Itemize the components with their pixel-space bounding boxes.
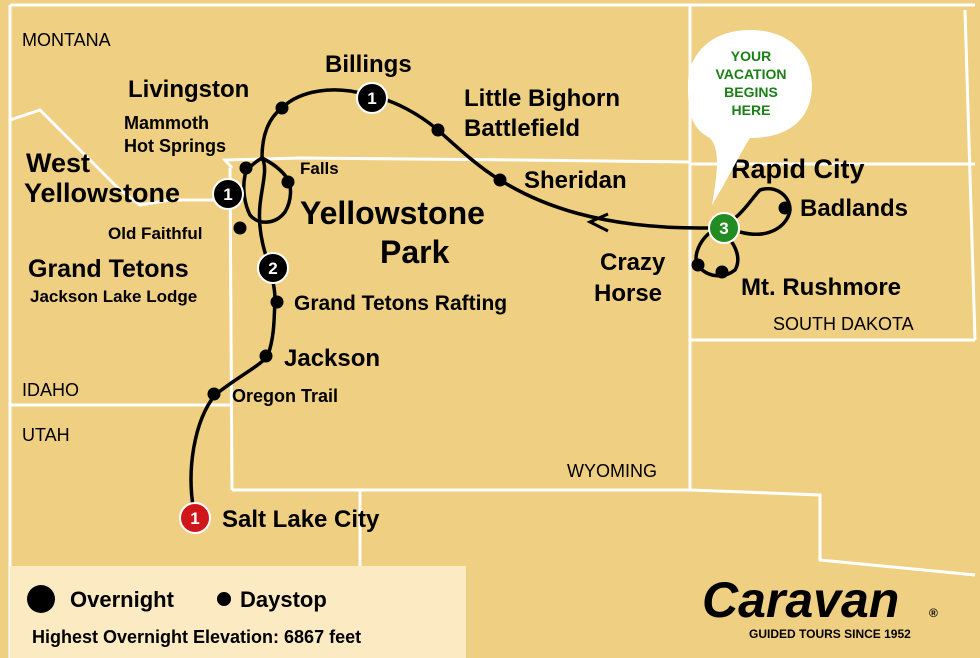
daystop-livingston (275, 101, 289, 115)
label-oregon-trail: Oregon Trail (232, 386, 338, 406)
overnight-billings: 1 (356, 82, 388, 114)
label-horse: Horse (594, 280, 662, 307)
park-name-line1: Yellowstone (300, 195, 485, 231)
label-salt-lake-city: Salt Lake City (222, 506, 380, 533)
state-south-dakota: SOUTH DAKOTA (773, 314, 914, 334)
label-livingston: Livingston (128, 76, 249, 103)
label-grand-tetons: Grand Tetons (28, 255, 189, 283)
daystop-little-bighorn (431, 123, 445, 137)
legend: Overnight Daystop Highest Overnight Elev… (10, 566, 466, 658)
svg-text:VACATION: VACATION (715, 66, 786, 82)
label-billings: Billings (325, 51, 412, 78)
daystop-sheridan (493, 173, 507, 187)
label-battlefield: Battlefield (464, 115, 580, 142)
overnight-salt-lake: 1 (179, 502, 211, 534)
state-montana: MONTANA (22, 30, 111, 50)
state-wyoming: WYOMING (567, 461, 657, 481)
svg-text:1: 1 (223, 185, 232, 204)
label-sheridan: Sheridan (524, 167, 627, 194)
begin-here-bubble: YOUR VACATION BEGINS HERE (688, 30, 812, 205)
daystop-rafting (270, 295, 284, 309)
daystop-old-faithful (233, 221, 247, 235)
legend-daystop-label: Daystop (240, 587, 327, 612)
daystop-mt-rushmore (715, 265, 729, 279)
daystop-markers (207, 101, 792, 401)
label-rapid-city: Rapid City (731, 154, 865, 184)
legend-elevation: Highest Overnight Elevation: 6867 feet (32, 627, 361, 647)
svg-text:1: 1 (367, 89, 376, 108)
route-arrow-icon (586, 212, 609, 233)
daystop-falls (281, 175, 295, 189)
svg-text:HERE: HERE (732, 102, 771, 118)
label-little-bighorn: Little Bighorn (464, 85, 620, 112)
svg-text:Caravan: Caravan (702, 572, 899, 628)
state-idaho: IDAHO (22, 380, 79, 400)
label-crazy: Crazy (600, 249, 666, 276)
label-yellowstone: Yellowstone (24, 178, 180, 208)
park-name-line2: Park (380, 234, 450, 270)
label-falls: Falls (300, 159, 339, 178)
logo-registered: ® (929, 606, 938, 620)
svg-text:BEGINS: BEGINS (724, 84, 778, 100)
label-badlands: Badlands (800, 195, 908, 222)
legend-daystop-icon (217, 592, 231, 606)
label-rafting: Grand Tetons Rafting (294, 292, 507, 315)
label-jackson-lake-lodge: Jackson Lake Lodge (30, 287, 197, 306)
overnight-rapid-city: 3 (708, 212, 740, 244)
legend-overnight-icon (27, 585, 55, 613)
svg-text:2: 2 (268, 259, 277, 278)
logo-tagline: GUIDED TOURS SINCE 1952 (749, 627, 911, 641)
svg-text:3: 3 (719, 219, 728, 238)
daystop-jackson (259, 349, 273, 363)
svg-text:1: 1 (190, 509, 199, 528)
daystop-oregon-trail (207, 387, 221, 401)
label-hot-springs: Hot Springs (124, 136, 226, 156)
state-utah: UTAH (22, 425, 70, 445)
overnight-west-yellowstone: 1 (212, 178, 244, 210)
label-old-faithful: Old Faithful (108, 224, 202, 243)
legend-overnight-label: Overnight (70, 587, 175, 612)
label-mammoth: Mammoth (124, 113, 209, 133)
daystop-crazy-horse (691, 258, 705, 272)
label-west: West (26, 148, 90, 178)
svg-text:YOUR: YOUR (731, 48, 771, 64)
label-jackson: Jackson (284, 345, 380, 372)
daystop-mammoth (239, 161, 253, 175)
overnight-grand-tetons: 2 (257, 252, 289, 284)
caravan-logo: Caravan ® GUIDED TOURS SINCE 1952 (702, 572, 938, 641)
daystop-badlands (778, 201, 792, 215)
label-mt-rushmore: Mt. Rushmore (741, 274, 901, 301)
